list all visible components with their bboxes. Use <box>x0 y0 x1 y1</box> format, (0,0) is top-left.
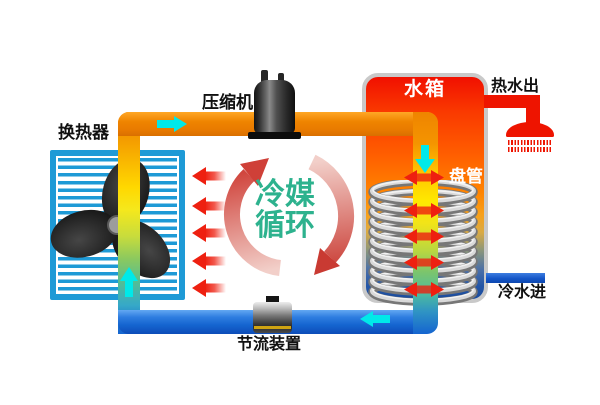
throttle-knob <box>266 296 279 305</box>
heat-exchanger-label: 换热器 <box>58 123 109 142</box>
heat-transfer-arrow <box>404 203 444 218</box>
heat-transfer-arrow <box>404 229 444 244</box>
refrigerant-cycle-label: 冷媒 循环 <box>225 179 345 241</box>
fan-icon <box>50 158 171 279</box>
pipe-evaporator-vertical <box>118 112 140 334</box>
coil-label: 盘管 <box>449 167 483 186</box>
flow-arrow-right-icon <box>157 116 187 132</box>
heat-transfer-arrow <box>404 255 444 270</box>
circulation-arrows-icon <box>224 154 355 276</box>
throttle-stripe <box>254 326 291 329</box>
flow-arrow-up-icon <box>120 267 138 297</box>
water-tank-label: 水箱 <box>403 79 446 100</box>
shower-head-icon <box>506 122 554 137</box>
cold-water-pipe <box>486 273 545 283</box>
compressor-label: 压缩机 <box>202 93 253 112</box>
flow-arrow-left-icon <box>360 311 390 327</box>
compressor-icon <box>254 80 295 134</box>
compressor-stub <box>278 73 284 83</box>
compressor-stub <box>261 70 268 83</box>
shower-drops <box>508 147 552 152</box>
refrigerant-cycle-line2: 循环 <box>255 209 315 242</box>
compressor-base <box>248 132 301 139</box>
shower-drops <box>508 140 552 145</box>
hot-water-out-label: 热水出 <box>491 78 540 95</box>
refrigerant-cycle-line1: 冷媒 <box>255 178 315 211</box>
throttle-device-label: 节流装置 <box>237 336 302 353</box>
heat-transfer-arrow <box>404 282 444 297</box>
cold-water-in-label: 冷水进 <box>498 284 547 301</box>
flow-arrow-down-icon <box>415 145 435 173</box>
